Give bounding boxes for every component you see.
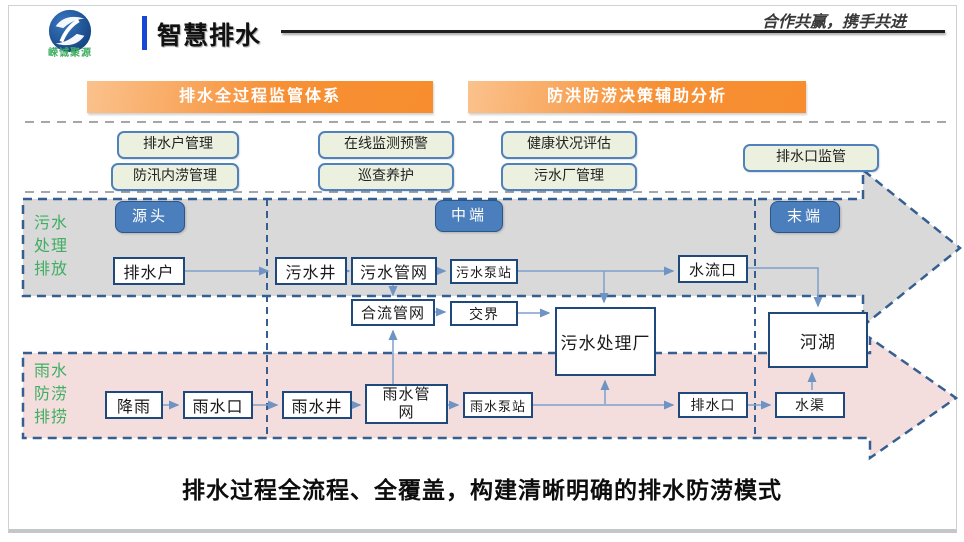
lane-rain-line2: 防涝 (34, 386, 69, 403)
sewage-big-arrow (21, 167, 962, 329)
monitor-box-flood-mgmt: 防汛内涝管理 (111, 163, 239, 191)
lane-sewage-line1: 污水 (34, 215, 69, 232)
lane-label-sewage: 污水 处理 排放 (34, 212, 86, 281)
stage-badge-source: 源头 (115, 201, 185, 233)
node-combined-pipe-network: 合流管网 (351, 299, 435, 326)
monitor-box-plant-mgmt: 污水厂管理 (501, 163, 637, 191)
node-discharge-outlet: 排水口 (678, 392, 748, 418)
node-sewage-treatment-plant: 污水处理厂 (555, 307, 656, 376)
lane-rain-line1: 雨水 (34, 363, 69, 380)
node-boundary: 交界 (450, 301, 518, 326)
monitor-box-drain-user-mgmt: 排水户管理 (117, 131, 239, 159)
header-divider (281, 30, 945, 33)
lane-sewage-line2: 处理 (34, 238, 69, 255)
node-rain-inlet: 雨水口 (183, 391, 253, 419)
node-sewage-pipe-network: 污水管网 (351, 257, 437, 285)
node-channel: 水渠 (775, 392, 845, 418)
rain-pipe-line2: 网 (398, 405, 415, 421)
node-sewage-well: 污水井 (275, 257, 347, 285)
bottom-caption: 排水过程全流程、全覆盖，构建清晰明确的排水防涝模式 (182, 477, 782, 503)
title-accent-bar (142, 16, 147, 50)
slogan-text: 合作共赢，携手共进 (761, 14, 906, 31)
page-title: 智慧排水 (157, 22, 262, 50)
node-rain-pipe-network: 雨水管 网 (365, 384, 448, 424)
stage-badge-middle: 中端 (435, 200, 503, 232)
node-drain-user: 排水户 (113, 257, 185, 285)
banner-flood-decision: 防洪防涝决策辅助分析 (468, 81, 806, 113)
monitor-box-health-assessment: 健康状况评估 (501, 131, 637, 159)
company-name: 嵘诚聚源 (48, 48, 92, 59)
monitor-box-online-warning: 在线监测预警 (318, 131, 454, 159)
stage-badge-end: 末端 (770, 201, 840, 233)
flow-connectors (163, 266, 823, 410)
node-rain-well: 雨水井 (282, 391, 352, 419)
monitor-box-outlet-supervision: 排水口监管 (743, 144, 879, 172)
lane-sewage-line3: 排放 (34, 261, 69, 278)
monitor-box-inspection: 巡查养护 (318, 163, 454, 191)
node-water-outlet: 水流口 (678, 255, 748, 283)
node-river-lake: 河湖 (768, 312, 868, 368)
lane-rain-line3: 排捞 (34, 409, 69, 426)
banner-supervision-system: 排水全过程监管体系 (87, 81, 433, 113)
node-sewage-pump-station: 污水泵站 (450, 259, 518, 284)
company-logo-icon (48, 9, 92, 53)
node-rainfall: 降雨 (105, 391, 163, 419)
rain-pipe-line1: 雨水管 (382, 387, 431, 403)
lane-label-rain: 雨水 防涝 排捞 (34, 360, 86, 429)
node-rain-pump-station: 雨水泵站 (463, 392, 533, 418)
